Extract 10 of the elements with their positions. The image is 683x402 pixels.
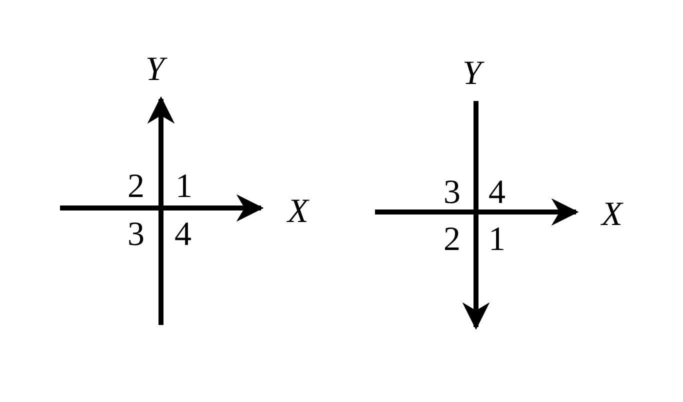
axis-label: X [288, 195, 308, 229]
axis-label: X [602, 198, 622, 232]
quadrant-number: 3 [128, 218, 144, 252]
quadrant-number: 4 [174, 218, 192, 252]
quadrant-number: 3 [444, 176, 460, 210]
quadrant-number: 2 [444, 223, 460, 257]
quadrant-number: 4 [488, 176, 506, 210]
quadrant-number: 1 [488, 223, 506, 257]
quadrant-number: 1 [176, 170, 192, 204]
quadrant-number: 2 [128, 170, 144, 204]
